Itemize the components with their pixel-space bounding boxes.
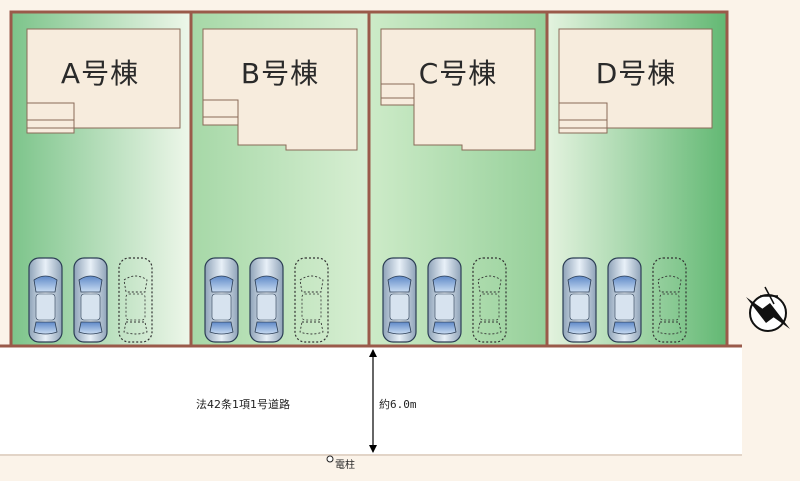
building-a [26, 28, 181, 134]
lot-d-label: D号棟 [595, 57, 677, 90]
parked-car-icon [382, 257, 417, 343]
parking-space-outline-icon [118, 257, 153, 343]
building-c [380, 28, 536, 151]
parking-space-outline-icon [294, 257, 329, 343]
utility-pole-label: 電柱 [335, 460, 355, 471]
road-width-label: 約6.0m [379, 398, 417, 411]
parked-car-icon [427, 257, 462, 343]
road [0, 344, 742, 456]
parking-cars [28, 257, 687, 343]
building-b [202, 28, 358, 151]
road-classification-label: 法42条1項1号道路 [196, 398, 290, 411]
parked-car-icon [28, 257, 63, 343]
building-d [558, 28, 713, 134]
parked-car-icon [607, 257, 642, 343]
parked-car-icon [562, 257, 597, 343]
parking-space-outline-icon [472, 257, 507, 343]
lot-a-label: A号棟 [60, 57, 140, 90]
lot-c-label: C号棟 [418, 57, 498, 90]
utility-pole-icon [326, 455, 334, 463]
road-width-dimension [369, 349, 377, 453]
parked-car-icon [204, 257, 239, 343]
parking-space-outline-icon [652, 257, 687, 343]
lot-b-label: B号棟 [240, 57, 320, 90]
parked-car-icon [249, 257, 284, 343]
north-compass-icon [746, 286, 790, 332]
parked-car-icon [73, 257, 108, 343]
